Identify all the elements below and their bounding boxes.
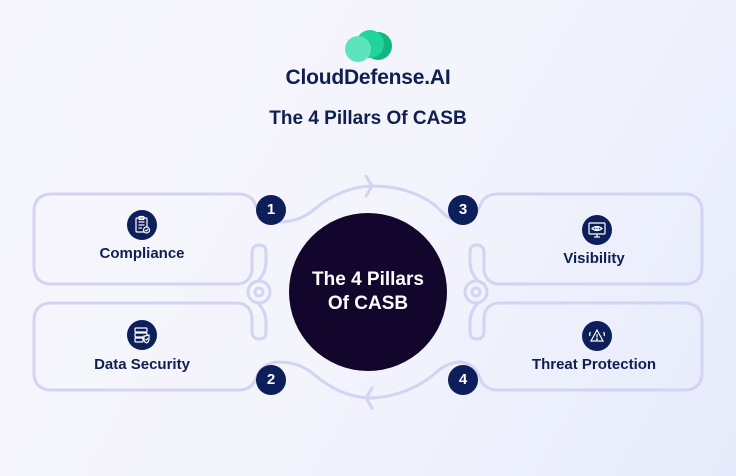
card-outline-data-security-body [32,301,464,400]
number-badge-3: 3 [448,195,478,225]
card-outline-visibility-body [468,192,704,286]
pillar-label-visibility: Visibility [563,250,625,267]
pillar-label-compliance: Compliance [99,245,185,262]
page-title: The 4 Pillars Of CASB [269,108,467,129]
pillar-label-threat-protection: Threat Protection [531,356,657,373]
card-outline-threat-protection-body [456,301,704,392]
number-badge-1: 1 [256,195,286,225]
card-outline-visibility [456,192,686,224]
pillar-icon-compliance [127,210,157,240]
number-badge-4: 4 [448,365,478,395]
card-outline-threat-protection [468,301,686,341]
connector-knob-right [463,279,489,305]
warning-triangle-icon [589,328,605,342]
pillar-icon-visibility [582,215,612,245]
server-shield-icon [134,327,150,344]
brand-name: CloudDefense.AI [285,66,451,89]
connector-knob-left [246,279,272,305]
connector-knob-left-inner [253,286,265,298]
pillar-label-data-security: Data Security [94,356,190,373]
number-badge-2: 2 [256,365,286,395]
clipboard-check-icon [135,215,151,234]
monitor-eye-icon [588,222,606,238]
card-outline-data-security [50,301,268,341]
center-circle: The 4 Pillars Of CASB [289,213,447,371]
arrow-head-bottom-icon [364,386,374,410]
cloud-logo-icon [345,30,392,62]
card-outline-compliance [50,184,464,224]
center-label: The 4 Pillars Of CASB [312,269,424,314]
pillar-icon-data-security [127,320,157,350]
arrow-head-top-icon [364,174,374,198]
pillar-icon-threat-protection [582,321,612,351]
connector-knob-right-inner [470,286,482,298]
card-outline-compliance-body [32,192,268,286]
